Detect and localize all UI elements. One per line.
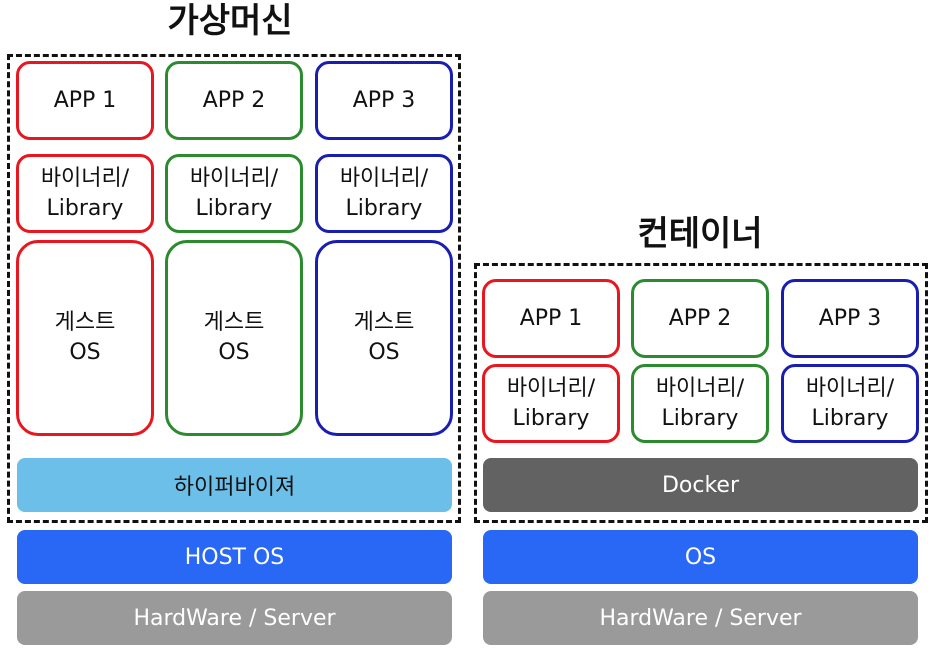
vm-guest-os-1: 게스트 OS: [16, 240, 154, 436]
container-hardware-layer: HardWare / Server: [483, 591, 918, 645]
vm-guest-os-3: 게스트 OS: [315, 240, 453, 436]
vm-hardware-layer: HardWare / Server: [17, 591, 452, 645]
container-app-1: APP 1: [482, 279, 620, 358]
vm-library-1: 바이너리/ Library: [16, 154, 154, 233]
host-os-layer: HOST OS: [17, 530, 452, 584]
vm-app-1: APP 1: [16, 61, 154, 140]
vm-app-3: APP 3: [315, 61, 453, 140]
container-library-1: 바이너리/ Library: [482, 364, 620, 443]
vm-app-2: APP 2: [165, 61, 303, 140]
container-boundary: [474, 263, 928, 523]
vm-guest-os-2: 게스트 OS: [165, 240, 303, 436]
vm-title: 가상머신: [167, 1, 293, 41]
vm-library-2: 바이너리/ Library: [165, 154, 303, 233]
container-app-2: APP 2: [631, 279, 769, 358]
container-os-layer: OS: [483, 530, 918, 584]
vm-boundary: [7, 54, 461, 523]
container-library-2: 바이너리/ Library: [631, 364, 769, 443]
container-app-3: APP 3: [781, 279, 919, 358]
container-title: 컨테이너: [637, 214, 763, 254]
hypervisor-layer: 하이퍼바이져: [17, 458, 452, 512]
docker-layer: Docker: [483, 458, 918, 512]
container-library-3: 바이너리/ Library: [781, 364, 919, 443]
vm-library-3: 바이너리/ Library: [315, 154, 453, 233]
